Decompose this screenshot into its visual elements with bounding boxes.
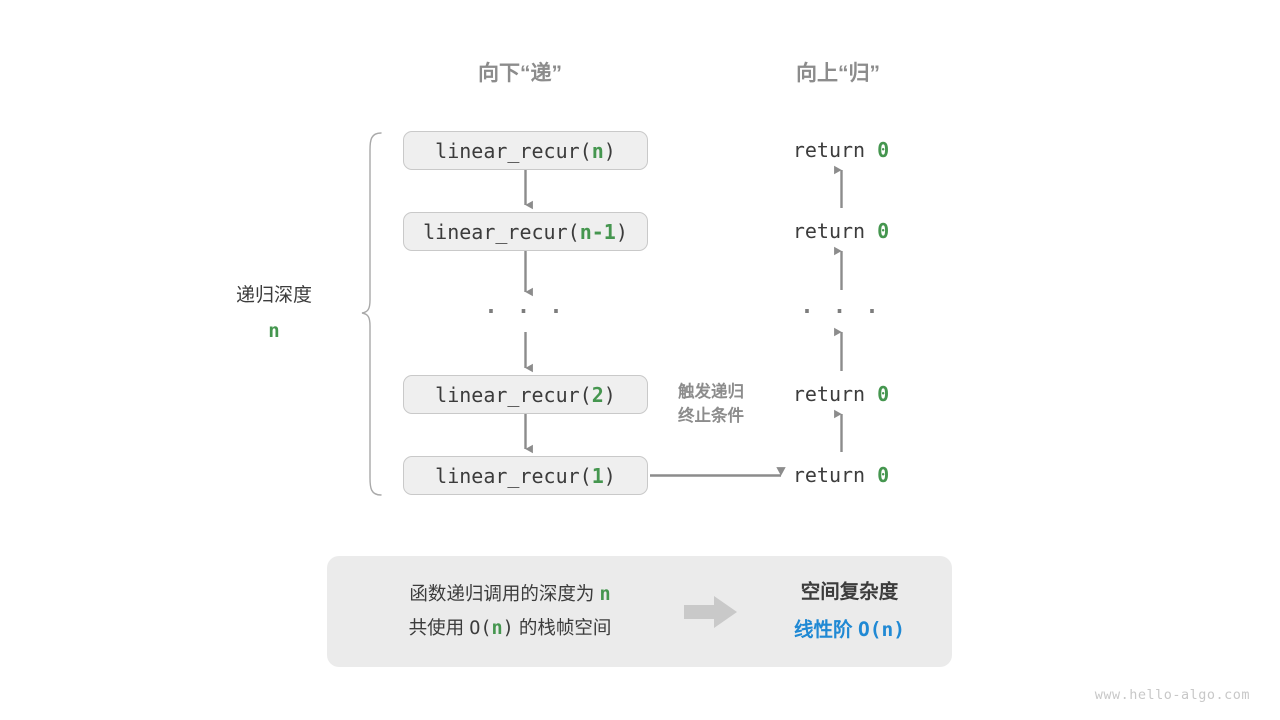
call-box-argument: 2 [591,382,604,407]
summary-result-title: 空间复杂度 [800,580,899,603]
recursion-depth-label: 递归深度 n [236,280,312,342]
termination-note-line2: 终止条件 [678,406,744,425]
return-stack-ellipsis: · · · [800,300,882,325]
return-value: 0 [877,382,890,406]
return-keyword: return [792,382,866,406]
recursion-depth-variable: n [268,320,280,342]
summary-result-value: 线性阶 O(n) [747,613,952,647]
return-label: return 0 [793,138,889,162]
call-box: linear_recur(1) [403,456,648,495]
summary-line2-notation-open: O( [469,617,492,639]
call-box-suffix: ) [603,463,616,488]
return-label: return 0 [793,219,889,243]
call-box-prefix: linear_recur( [435,463,592,488]
call-box-prefix: linear_recur( [435,382,592,407]
depth-brace-icon [361,132,382,496]
summary-result: 空间复杂度 线性阶 O(n) [747,576,952,647]
call-stack-ellipsis: · · · [484,300,566,325]
call-box-argument: 1 [591,463,604,488]
termination-note-line1: 触发递归 [678,383,744,401]
call-box-prefix: linear_recur( [435,138,592,163]
summary-result-notation: O(n) [857,618,905,641]
recursion-depth-text: 递归深度 [235,285,313,306]
return-value: 0 [877,219,890,243]
return-keyword: return [792,138,866,162]
call-box-suffix: ) [603,382,616,407]
call-box-prefix: linear_recur( [423,219,580,244]
call-box-argument: n-1 [579,219,616,244]
summary-line2-text: 共使用 [408,616,465,638]
return-value: 0 [877,138,890,162]
return-label: return 0 [793,382,889,406]
summary-line-2: 共使用 O(n) 的栈帧空间 [345,612,675,645]
summary-arrow-container [675,595,747,629]
call-box: linear_recur(n) [403,131,648,170]
call-box-argument: n [591,138,604,163]
complexity-summary-panel: 函数递归调用的深度为 n 共使用 O(n) 的栈帧空间 空间复杂度 线性阶 O(… [327,556,952,667]
return-label: return 0 [793,463,889,487]
termination-condition-note: 触发递归 终止条件 [678,381,744,429]
call-box: linear_recur(2) [403,375,648,414]
watermark: www.hello-algo.com [1094,687,1250,703]
summary-line2-notation-close: ) [502,617,514,639]
call-box: linear_recur(n-1) [403,212,648,251]
call-box-suffix: ) [603,138,616,163]
call-box-suffix: ) [615,219,628,244]
summary-line1-text: 函数递归调用的深度为 [409,583,595,605]
summary-description: 函数递归调用的深度为 n 共使用 O(n) 的栈帧空间 [327,578,675,645]
summary-line1-variable: n [599,584,611,606]
right-arrow-icon [684,595,737,628]
return-value: 0 [877,463,890,487]
return-keyword: return [792,463,866,487]
column-header-ascend: 向上“归” [796,62,880,85]
summary-result-label: 线性阶 [794,619,853,641]
summary-line-1: 函数递归调用的深度为 n [345,578,675,611]
summary-line2-tail: 的栈帧空间 [518,616,612,638]
return-keyword: return [792,219,866,243]
summary-line2-variable: n [491,617,503,639]
column-header-descend: 向下“递” [478,62,562,85]
